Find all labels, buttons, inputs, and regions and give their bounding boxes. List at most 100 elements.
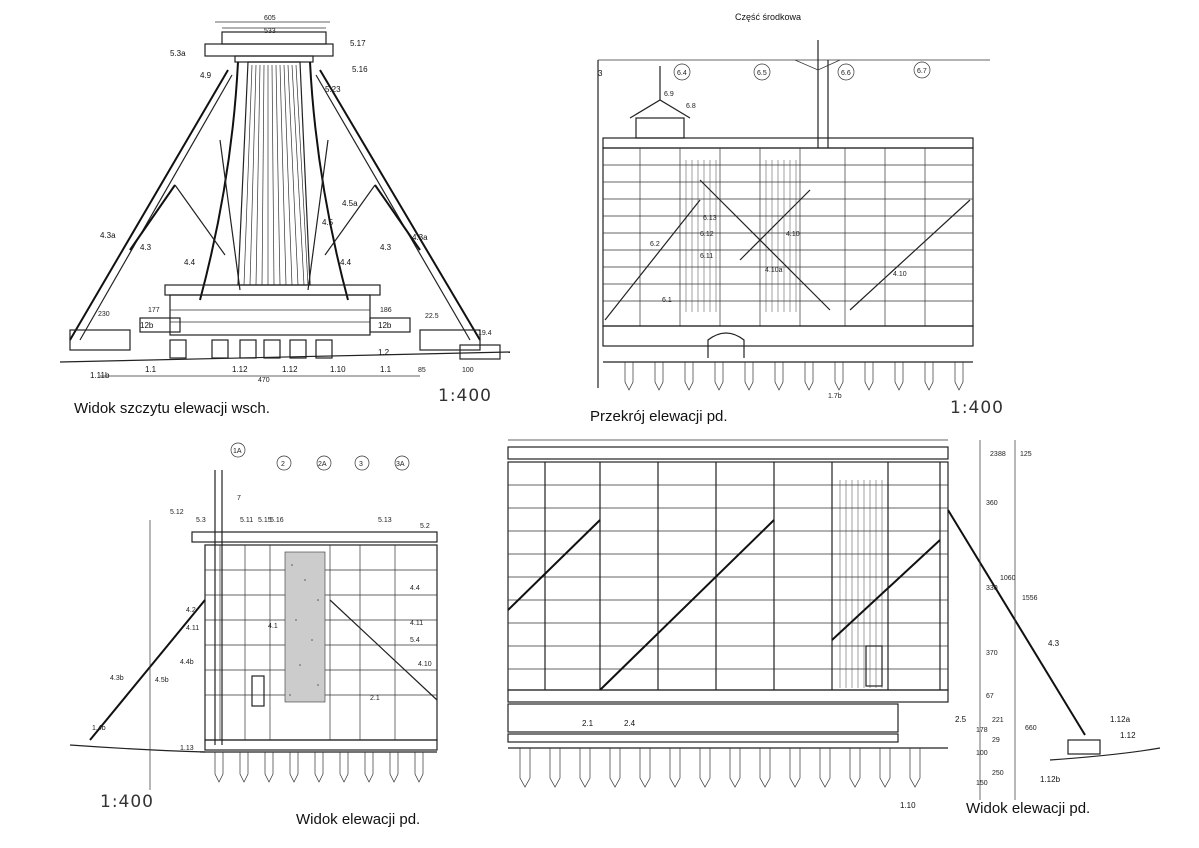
label-4-10-b: 4.10 (893, 271, 907, 278)
label-6-1: 6.1 (662, 297, 672, 304)
label-1-12-b: 1.12 (282, 365, 298, 374)
label-5-16: 5.16 (352, 65, 368, 74)
grid-3: 3 (359, 461, 363, 468)
dim-250: 250 (992, 770, 1004, 777)
label-4-4-left: 4.4 (184, 258, 196, 267)
label-4-11-a: 4.11 (186, 625, 199, 632)
label-4-4b: 4.4b (180, 659, 194, 666)
label-1-12-a: 1.12 (232, 365, 248, 374)
label-5-23: 5.23 (325, 85, 341, 94)
grid-1a: 1A (233, 448, 242, 455)
dim-186: 186 (380, 307, 392, 314)
label-6-12: 6.12 (700, 231, 714, 238)
label-2-5: 2.5 (955, 715, 967, 724)
grid-3: 3 (598, 69, 603, 78)
label-4-4: 4.4 (410, 585, 420, 592)
label-7: 7 (237, 495, 241, 502)
label-4-4-right: 4.4 (340, 258, 352, 267)
dim-178: 178 (976, 727, 988, 734)
label-1-2: 1.2 (378, 348, 390, 357)
dim-85: 85 (418, 367, 426, 374)
grid-2: 2 (281, 461, 285, 468)
dim-22-5: 22.5 (425, 313, 439, 320)
gable-view-drawing: 605 533 5.3a 5.17 4.9 5.16 5.23 4.3a 4.3… (59, 15, 511, 384)
label-2-4: 2.4 (624, 719, 636, 728)
label-6-8: 6.8 (686, 103, 696, 110)
label-4-3-left: 4.3 (140, 243, 152, 252)
dim-19-4: 19.4 (478, 330, 492, 337)
label-4-11-b: 4.11 (410, 620, 423, 627)
label-1-7b: 1.7b (828, 393, 842, 400)
label-4-2: 4.2 (186, 607, 196, 614)
scale-elevation-left: 1:400 (100, 792, 154, 812)
label-6-2: 6.2 (650, 241, 660, 248)
dim-100: 100 (976, 750, 988, 757)
dim-150: 150 (976, 780, 988, 787)
elevation-left-drawing: 1A 2 2A 3 3A 7 5.12 5.3 5.11 5.15 5.16 5… (69, 442, 438, 790)
dim-29: 29 (992, 737, 1000, 744)
dim-88: 88 (998, 451, 1006, 458)
label-4-3a-left: 4.3a (100, 231, 116, 240)
label-4-3-right: 4.3 (380, 243, 392, 252)
section-drawing: Część środkowa 3 6.4 6.5 6.6 6.7 6.9 6.8… (597, 12, 990, 400)
grid-6-6: 6.6 (841, 70, 851, 77)
label-4-3b: 4.3b (110, 675, 124, 682)
dim-470: 470 (258, 377, 270, 384)
label-5-17: 5.17 (350, 39, 366, 48)
label-2-1: 2.1 (582, 719, 594, 728)
grid-6-5: 6.5 (757, 70, 767, 77)
caption-section: Przekrój elewacji pd. (590, 408, 728, 425)
label-1-12a: 1.12a (1110, 715, 1131, 724)
label-4-10a: 4.10a (765, 267, 783, 274)
label-12b-right: 12b (378, 321, 392, 330)
label-2-1: 2.1 (370, 695, 380, 702)
dim-230: 230 (98, 311, 110, 318)
label-6-11: 6.11 (700, 253, 713, 260)
grid-2a: 2A (318, 461, 327, 468)
dim-330: 330 (986, 585, 998, 592)
dim-660: 660 (1025, 725, 1037, 732)
dim-1060: 1060 (1000, 575, 1016, 582)
label-1-4b: 1.4b (92, 725, 106, 732)
label-1-1-left: 1.1 (145, 365, 157, 374)
label-4-3a-right: 4.3a (412, 233, 428, 242)
label-4-9: 4.9 (200, 71, 212, 80)
label-6-13: 6.13 (703, 215, 717, 222)
label-4-10-a: 4.10 (786, 231, 800, 238)
dim-125: 125 (1020, 451, 1032, 458)
label-4-5b: 4.5b (155, 677, 169, 684)
label-4-1: 4.1 (268, 623, 278, 630)
label-5-3: 5.3 (196, 517, 206, 524)
section-title: Część środkowa (735, 12, 801, 22)
label-5-16: 5.16 (270, 517, 284, 524)
label-4-10: 4.10 (418, 661, 432, 668)
dim-221: 221 (992, 717, 1004, 724)
dim-1556: 1556 (1022, 595, 1038, 602)
scale-section: 1:400 (950, 398, 1004, 418)
label-1-10: 1.10 (330, 365, 346, 374)
label-1-11b: 1.11b (90, 371, 110, 380)
dim-23: 23 (990, 451, 998, 458)
label-6-9: 6.9 (664, 91, 674, 98)
label-4-5: 4.5 (322, 218, 334, 227)
grid-6-4: 6.4 (677, 70, 687, 77)
label-5-12: 5.12 (170, 509, 184, 516)
grid-6-7: 6.7 (917, 68, 927, 75)
dim-605: 605 (264, 15, 276, 22)
dim-177: 177 (148, 307, 160, 314)
label-4-3: 4.3 (1048, 639, 1060, 648)
label-5-13: 5.13 (378, 517, 392, 524)
dim-533: 533 (264, 28, 276, 35)
label-1-1-right: 1.1 (380, 365, 392, 374)
grid-3a: 3A (396, 461, 405, 468)
caption-gable-view: Widok szczytu elewacji wsch. (74, 400, 270, 417)
caption-elevation-left: Widok elewacji pd. (296, 811, 421, 828)
label-5-3a: 5.3a (170, 49, 186, 58)
label-1-10: 1.10 (900, 801, 916, 810)
scale-gable-view: 1:400 (438, 386, 492, 406)
label-5-15: 5.15 (258, 517, 272, 524)
label-12b-left: 12b (140, 321, 154, 330)
dim-100: 100 (462, 367, 474, 374)
dim-370: 370 (986, 650, 998, 657)
